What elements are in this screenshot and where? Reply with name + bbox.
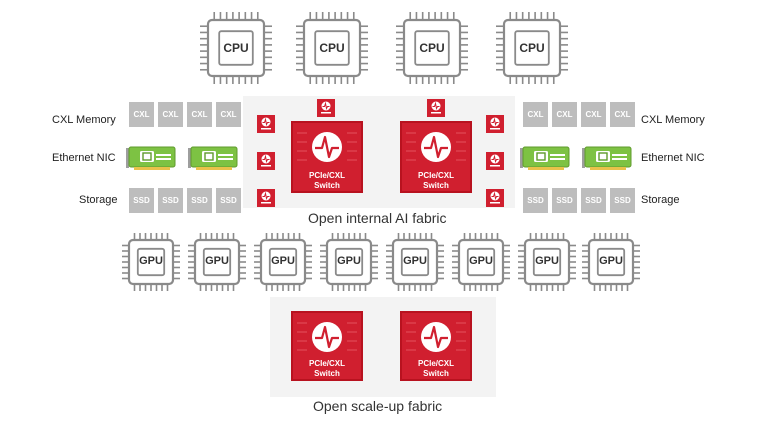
internal-pcie-cxl-switch: PCIe/CXL Switch xyxy=(400,121,472,193)
ssd-storage-tile: SSD xyxy=(187,188,212,213)
switch-label: PCIe/CXL Switch xyxy=(402,171,470,191)
right-label-storage: Storage xyxy=(641,194,680,206)
retimer-pulse-icon xyxy=(257,189,275,207)
ssd-storage-tile: SSD xyxy=(129,188,154,213)
scaleup-pcie-cxl-switch: PCIe/CXL Switch xyxy=(400,311,472,381)
gpu-chip-icon: GPU xyxy=(254,233,312,291)
gpu-chip-icon-label: GPU xyxy=(403,255,427,268)
gpu-chip-icon: GPU xyxy=(518,233,576,291)
cxl-memory-tile: CXL xyxy=(187,102,212,127)
left-label-cxl-memory: CXL Memory xyxy=(52,114,116,126)
right-label-cxl-memory: CXL Memory xyxy=(641,114,705,126)
ethernet-nic-card-icon xyxy=(126,146,178,170)
switch-label: PCIe/CXL Switch xyxy=(402,359,470,379)
internal-fabric-caption: Open internal AI fabric xyxy=(308,210,447,226)
ssd-storage-tile: SSD xyxy=(552,188,577,213)
cpu-chip-icon: CPU xyxy=(496,12,568,84)
gpu-chip-icon-label: GPU xyxy=(535,255,559,268)
ssd-storage-tile: SSD xyxy=(216,188,241,213)
cxl-memory-tile: CXL xyxy=(216,102,241,127)
cxl-memory-tile: CXL xyxy=(129,102,154,127)
cxl-memory-tile: CXL xyxy=(523,102,548,127)
cxl-memory-tile: CXL xyxy=(610,102,635,127)
pulse-waveform-icon xyxy=(297,322,357,352)
ethernet-nic-card-icon xyxy=(188,146,240,170)
left-label-ethernet-nic: Ethernet NIC xyxy=(52,152,116,164)
switch-label-line1: PCIe/CXL xyxy=(417,171,454,180)
cpu-chip-icon-label: CPU xyxy=(223,40,249,55)
cpu-chip-icon: CPU xyxy=(396,12,468,84)
ssd-storage-tile: SSD xyxy=(523,188,548,213)
scaleup-pcie-cxl-switch: PCIe/CXL Switch xyxy=(291,311,363,381)
switch-label-line2: Switch xyxy=(423,181,449,190)
gpu-chip-icon: GPU xyxy=(386,233,444,291)
cpu-chip-icon-label: CPU xyxy=(319,40,345,55)
ssd-storage-tile: SSD xyxy=(158,188,183,213)
switch-label-line2: Switch xyxy=(423,369,449,378)
switch-label-line1: PCIe/CXL xyxy=(308,359,345,368)
gpu-chip-icon-label: GPU xyxy=(139,255,163,268)
pulse-waveform-icon xyxy=(406,322,466,352)
gpu-chip-icon: GPU xyxy=(188,233,246,291)
cxl-memory-tile: CXL xyxy=(552,102,577,127)
cpu-chip-icon-label: CPU xyxy=(419,40,445,55)
retimer-pulse-icon xyxy=(317,99,335,117)
switch-label: PCIe/CXL Switch xyxy=(293,171,361,191)
gpu-chip-icon: GPU xyxy=(122,233,180,291)
gpu-chip-icon-label: GPU xyxy=(469,255,493,268)
switch-label: PCIe/CXL Switch xyxy=(293,359,361,379)
retimer-pulse-icon xyxy=(486,189,504,207)
switch-label-line1: PCIe/CXL xyxy=(417,359,454,368)
switch-label-line2: Switch xyxy=(314,181,340,190)
gpu-chip-icon-label: GPU xyxy=(271,255,295,268)
cxl-memory-tile: CXL xyxy=(158,102,183,127)
ethernet-nic-card-icon xyxy=(582,146,634,170)
scaleup-fabric-caption: Open scale-up fabric xyxy=(313,398,443,414)
internal-fabric-panel xyxy=(243,96,515,208)
cpu-chip-icon: CPU xyxy=(296,12,368,84)
retimer-pulse-icon xyxy=(486,152,504,170)
gpu-chip-icon-label: GPU xyxy=(205,255,229,268)
retimer-pulse-icon xyxy=(486,115,504,133)
left-label-storage: Storage xyxy=(79,194,118,206)
ssd-storage-tile: SSD xyxy=(581,188,606,213)
gpu-chip-icon: GPU xyxy=(582,233,640,291)
gpu-chip-icon-label: GPU xyxy=(599,255,623,268)
internal-pcie-cxl-switch: PCIe/CXL Switch xyxy=(291,121,363,193)
gpu-chip-icon: GPU xyxy=(452,233,510,291)
ethernet-nic-card-icon xyxy=(520,146,572,170)
pulse-waveform-icon xyxy=(406,132,466,162)
gpu-chip-icon-label: GPU xyxy=(337,255,361,268)
retimer-pulse-icon xyxy=(257,115,275,133)
right-label-ethernet-nic: Ethernet NIC xyxy=(641,152,705,164)
pulse-waveform-icon xyxy=(297,132,357,162)
cxl-memory-tile: CXL xyxy=(581,102,606,127)
cpu-chip-icon: CPU xyxy=(200,12,272,84)
ssd-storage-tile: SSD xyxy=(610,188,635,213)
cpu-chip-icon-label: CPU xyxy=(519,40,545,55)
retimer-pulse-icon xyxy=(257,152,275,170)
switch-label-line1: PCIe/CXL xyxy=(308,171,345,180)
retimer-pulse-icon xyxy=(427,99,445,117)
switch-label-line2: Switch xyxy=(314,369,340,378)
gpu-chip-icon: GPU xyxy=(320,233,378,291)
